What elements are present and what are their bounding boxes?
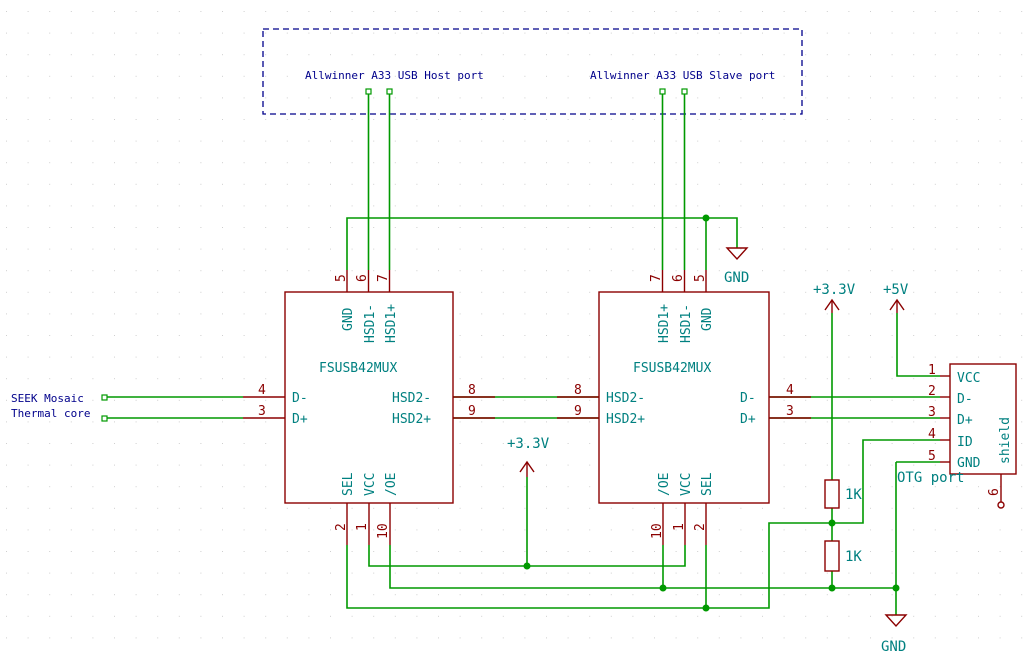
ic1-pin-dm-num: 4 [258, 383, 266, 398]
ic1-name: FSUSB42MUX [319, 361, 397, 376]
gnd-top-label: GND [724, 270, 749, 286]
resistor-r2: 1K [824, 540, 862, 572]
conn-ref-label: OTG port [897, 470, 964, 486]
conn-pin1-num: 1 [928, 363, 936, 378]
ic2-pin-vcc-name: VCC [679, 473, 694, 496]
gnd-symbol-top: GND [724, 247, 749, 286]
v33-symbol-right: +3.3V [813, 282, 856, 313]
ic1-pin-hsd2m-name: HSD2- [392, 391, 431, 406]
ic2-pin-hsd1m-num: 6 [671, 274, 686, 282]
resistor-r1: 1K [824, 479, 862, 509]
conn-pin5-name: GND [957, 456, 981, 471]
ic2-pin-gnd-num: 5 [693, 274, 708, 282]
ic2-pin-oe-num: 10 [650, 523, 665, 539]
host-dp-pad [386, 88, 393, 95]
ic1-pin-dp-num: 3 [258, 404, 266, 419]
conn-pin2-name: D- [957, 392, 973, 407]
grid [6, 11, 1023, 639]
v5-label: +5V [883, 282, 909, 298]
ic1-pin-vcc-name: VCC [363, 473, 378, 496]
ic2-name: FSUSB42MUX [633, 361, 711, 376]
ic2-pin-vcc-num: 1 [672, 523, 687, 531]
v5-symbol: +5V [883, 282, 909, 313]
slave-port-label: Allwinner A33 USB Slave port [590, 69, 775, 82]
ic2-pin-hsd1m-name: HSD1- [679, 304, 694, 343]
v33-mid-label: +3.3V [507, 436, 550, 452]
conn-shield-label: shield [998, 417, 1013, 464]
junctions [523, 214, 900, 612]
ic2-pin-hsd1p-name: HSD1+ [657, 304, 672, 343]
ic1-pin-dp-name: D+ [292, 412, 308, 427]
conn-pin1-name: VCC [957, 371, 980, 386]
conn-pin2-num: 2 [928, 384, 936, 399]
ic1-pin-dm-name: D- [292, 391, 308, 406]
ic2-fsusb42mux: FSUSB42MUX HSD1+ HSD1- GND 7 6 5 HSD2- H… [557, 270, 811, 545]
conn-pin4-name: ID [957, 435, 973, 450]
ic2-pin-hsd2m-num: 8 [574, 383, 582, 398]
conn-pin4-num: 4 [928, 427, 936, 442]
ic1-pin-hsd2m-num: 8 [468, 383, 476, 398]
seek-label-line1: SEEK Mosaic [11, 392, 84, 405]
slave-dp-pad [659, 88, 666, 95]
ic2-pin-sel-num: 2 [693, 523, 708, 531]
ic1-pin-hsd2p-name: HSD2+ [392, 412, 431, 427]
ic1-pin-vcc-num: 1 [355, 523, 370, 531]
conn-pin3-num: 3 [928, 405, 936, 420]
conn-shield-num: 6 [987, 488, 1002, 496]
ic2-pin-hsd2p-name: HSD2+ [606, 412, 645, 427]
ic1-pin-sel-num: 2 [334, 523, 349, 531]
ic1-pin-hsd2p-num: 9 [468, 404, 476, 419]
host-port-label: Allwinner A33 USB Host port [305, 69, 484, 82]
ic1-pin-oe-num: 10 [376, 523, 391, 539]
v33-right-label: +3.3V [813, 282, 856, 298]
ic2-pin-dp-name: D+ [740, 412, 756, 427]
slave-dm-pad [681, 88, 688, 95]
ic1-pin-oe-name: /OE [384, 473, 399, 496]
ic1-pin-sel-name: SEL [341, 472, 356, 496]
seek-dp-pad [101, 415, 108, 422]
r2-value: 1K [845, 549, 862, 565]
seek-dm-pad [101, 394, 108, 401]
seek-label-line2: Thermal core [11, 407, 90, 420]
conn-pin3-name: D+ [957, 413, 973, 428]
ic1-pin-hsd1p-num: 7 [376, 274, 391, 282]
ic2-pin-dm-num: 4 [786, 383, 794, 398]
ic2-pin-dp-num: 3 [786, 404, 794, 419]
ic1-pin-gnd-num: 5 [334, 274, 349, 282]
ic2-pin-hsd2p-num: 9 [574, 404, 582, 419]
ic1-fsusb42mux: FSUSB42MUX GND HSD1- HSD1+ 5 6 7 D- D+ 4… [243, 270, 495, 545]
ic2-pin-hsd1p-num: 7 [649, 274, 664, 282]
cpu-port-box [262, 28, 803, 115]
gnd-bottom-label: GND [881, 639, 906, 655]
ic2-pin-hsd2m-name: HSD2- [606, 391, 645, 406]
ic2-pin-gnd-name: GND [700, 307, 715, 331]
conn-pin5-num: 5 [928, 449, 936, 464]
ic2-pin-sel-name: SEL [700, 472, 715, 496]
wires [107, 94, 940, 615]
ic1-pin-hsd1m-num: 6 [355, 274, 370, 282]
ic1-pin-hsd1m-name: HSD1- [363, 304, 378, 343]
ic1-pin-hsd1p-name: HSD1+ [384, 304, 399, 343]
ic2-pin-dm-name: D- [740, 391, 756, 406]
r1-value: 1K [845, 487, 862, 503]
otg-connector: VCC D- D+ ID GND 1 2 3 4 5 shield 6 OTG … [897, 363, 1017, 509]
host-dm-pad [365, 88, 372, 95]
ic2-pin-oe-name: /OE [657, 473, 672, 496]
v33-symbol-mid: +3.3V [507, 436, 550, 477]
ic1-pin-gnd-name: GND [341, 307, 356, 331]
gnd-symbol-bottom: GND [881, 614, 908, 655]
